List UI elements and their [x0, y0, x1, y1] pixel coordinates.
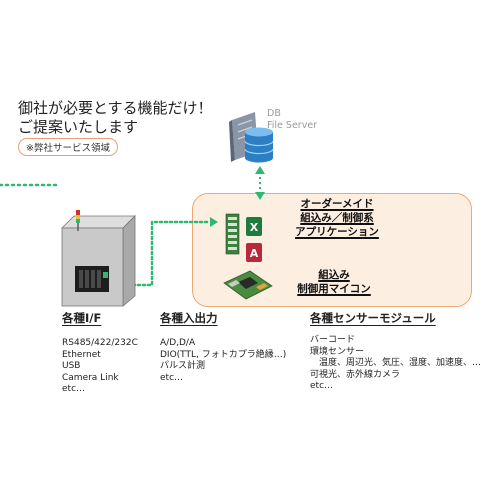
microcontroller-label: 組込み 制御用マイコン: [286, 268, 382, 296]
sensor-modules-title: 各種センサーモジュール: [310, 311, 436, 325]
list-item: 温度、周辺光、気圧、湿度、加速度、…: [310, 358, 482, 368]
arrowhead-right: [210, 217, 218, 227]
arrowhead-down: [255, 192, 265, 200]
service-scope-badge: ※弊社サービス領域: [18, 138, 118, 156]
device-enclosure-icon: [61, 215, 136, 307]
circuit-board-icon: [223, 270, 273, 300]
list-item: 環境センサー: [310, 346, 365, 357]
list-item: DIO(TTL, フォトカプラ絶縁…): [160, 349, 287, 360]
database-icon: [244, 127, 274, 163]
interfaces-title: 各種I/F: [62, 311, 102, 325]
access-icon: A: [246, 243, 262, 262]
list-item: etc…: [62, 384, 86, 394]
db-server-label: DB File Server: [267, 108, 317, 132]
list-item: etc…: [160, 372, 184, 383]
list-item: バーコード: [310, 335, 356, 345]
headline-line-2: ご提案いたします: [18, 118, 139, 136]
list-item: 可視光、赤外線カメラ: [310, 369, 401, 380]
custom-app-line-2: 組込み／制御系: [300, 212, 374, 224]
custom-app-line-3: アプリケーション: [295, 226, 379, 238]
list-item: パルス計測: [160, 361, 206, 371]
io-title: 各種入出力: [160, 311, 218, 325]
device-to-app-connector: [131, 220, 210, 287]
headline: 御社が必要とする機能だけ！ ご提案いたします: [18, 99, 213, 137]
signal-tower-icon: [76, 210, 80, 231]
svg-text:X: X: [250, 221, 259, 234]
arrowhead-up: [255, 166, 265, 174]
db-label: DB: [267, 108, 281, 119]
svg-text:A: A: [250, 247, 259, 260]
list-item: Camera Link: [62, 372, 119, 383]
list-item: etc…: [310, 381, 334, 391]
microcontroller-line-2: 制御用マイコン: [297, 283, 371, 295]
list-item: USB: [62, 361, 81, 371]
list-item: A/D,D/A: [160, 338, 196, 348]
excel-icon: X: [246, 217, 262, 236]
custom-app-line-1: オーダーメイド: [300, 198, 374, 210]
headline-line-1: 御社が必要とする機能だけ！: [18, 99, 213, 117]
sensor-modules-list: バーコード 環境センサー 温度、周辺光、気圧、湿度、加速度、… 可視光、赤外線カ…: [310, 335, 481, 393]
list-item: RS485/422/232C: [62, 338, 138, 348]
list-item: Ethernet: [62, 349, 101, 360]
custom-application-label: オーダーメイド 組込み／制御系 アプリケーション: [282, 197, 392, 239]
interfaces-list: RS485/422/232C Ethernet USB Camera Link …: [62, 338, 138, 396]
microcontroller-line-1: 組込み: [318, 269, 350, 281]
file-server-label: File Server: [267, 120, 318, 131]
io-list: A/D,D/A DIO(TTL, フォトカプラ絶縁…) パルス計測 etc…: [160, 338, 286, 384]
controller-module-icon: [225, 213, 240, 255]
